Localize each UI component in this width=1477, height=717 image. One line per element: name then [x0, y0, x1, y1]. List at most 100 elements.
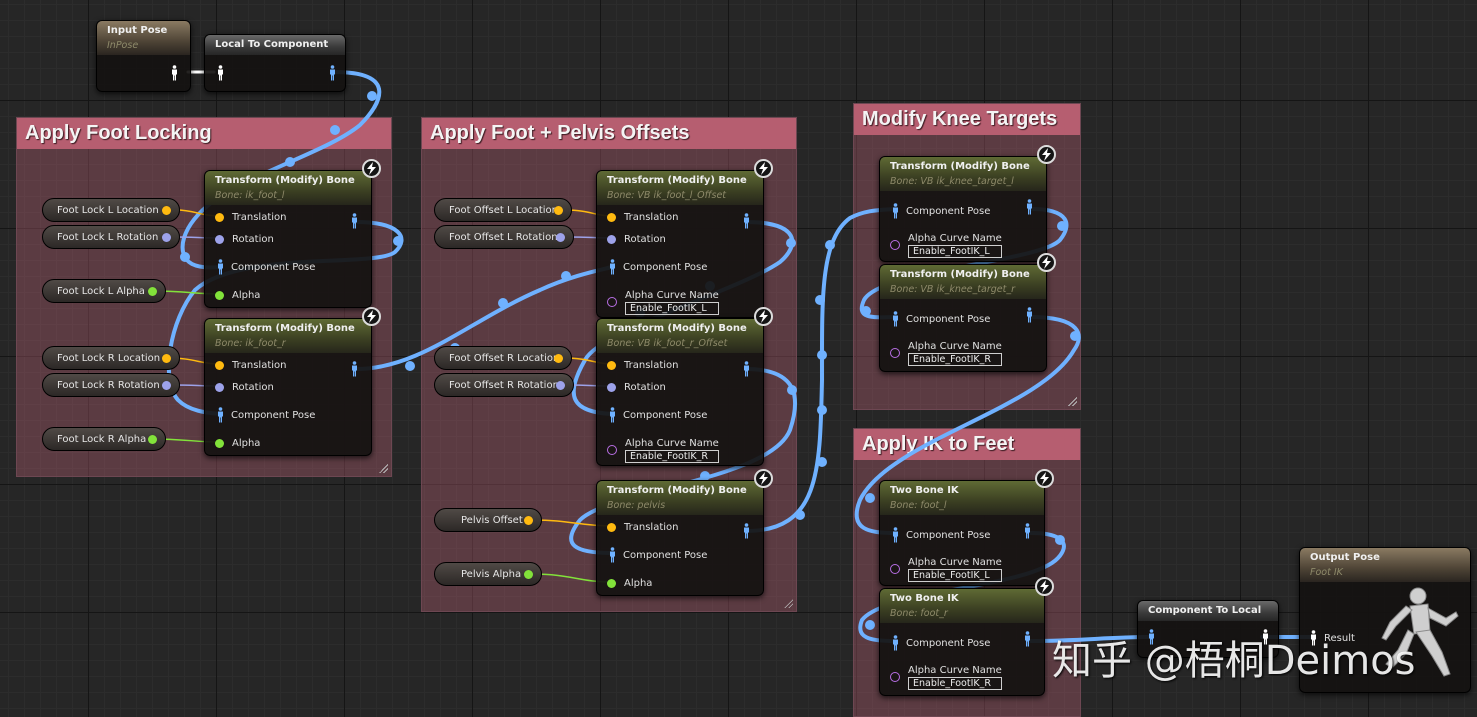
- pose-figure-icon[interactable]: [743, 213, 750, 229]
- pose-figure-icon[interactable]: [217, 65, 224, 81]
- pose-figure-icon[interactable]: [609, 407, 616, 423]
- rotation-pin[interactable]: Rotation: [215, 234, 274, 245]
- two-bone-ik-node-foot-r[interactable]: Two Bone IK Bone: foot_r Component Pose …: [879, 577, 1054, 696]
- transform-bone-node-foot-l[interactable]: Transform (Modify) Bone Bone: ik_foot_l …: [204, 159, 381, 308]
- local-to-component-node[interactable]: Local To Component: [204, 34, 346, 92]
- comment-title[interactable]: Apply Foot Locking: [17, 118, 391, 149]
- vector-pin-icon[interactable]: [524, 516, 533, 525]
- transform-bone-node-foot-r[interactable]: Transform (Modify) Bone Bone: ik_foot_r …: [204, 307, 381, 456]
- lightning-bolt-icon[interactable]: [362, 159, 381, 178]
- alpha-pin[interactable]: Alpha: [215, 290, 260, 301]
- rotator-pin-icon[interactable]: [162, 381, 171, 390]
- pose-figure-icon[interactable]: [171, 65, 178, 81]
- variable-foot-offset-l-location[interactable]: Foot Offset L Location: [434, 198, 572, 222]
- pose-figure-icon[interactable]: [892, 203, 899, 219]
- rotator-pin-icon[interactable]: [556, 233, 565, 242]
- pose-figure-icon[interactable]: [892, 635, 899, 651]
- rotation-pin[interactable]: Rotation: [215, 382, 274, 393]
- lightning-bolt-icon[interactable]: [1037, 253, 1056, 272]
- lightning-bolt-icon[interactable]: [754, 469, 773, 488]
- pose-figure-icon[interactable]: [609, 547, 616, 563]
- lightning-bolt-icon[interactable]: [754, 307, 773, 326]
- pose-figure-icon[interactable]: [1310, 630, 1317, 646]
- component-pose-pin[interactable]: Component Pose: [892, 203, 990, 219]
- translation-pin[interactable]: Translation: [607, 522, 679, 533]
- curve-name-field[interactable]: Enable_FootIK_R: [908, 353, 1002, 366]
- variable-foot-offset-r-location[interactable]: Foot Offset R Location: [434, 346, 572, 370]
- variable-foot-lock-r-alpha[interactable]: Foot Lock R Alpha: [42, 427, 166, 451]
- vector-pin-icon[interactable]: [607, 361, 616, 370]
- translation-pin[interactable]: Translation: [215, 360, 287, 371]
- name-pin-icon[interactable]: [890, 672, 900, 682]
- variable-foot-lock-l-alpha[interactable]: Foot Lock L Alpha: [42, 279, 166, 303]
- rotation-pin[interactable]: Rotation: [607, 382, 666, 393]
- two-bone-ik-node-foot-l[interactable]: Two Bone IK Bone: foot_l Component Pose …: [879, 469, 1054, 586]
- pose-figure-icon[interactable]: [217, 259, 224, 275]
- float-pin-icon[interactable]: [215, 291, 224, 300]
- component-pose-pin[interactable]: Component Pose: [609, 259, 707, 275]
- rotator-pin-icon[interactable]: [215, 235, 224, 244]
- output-pose-node[interactable]: Output Pose Foot IK Result: [1299, 547, 1471, 693]
- comment-title[interactable]: Apply Foot + Pelvis Offsets: [422, 118, 796, 149]
- variable-foot-offset-r-rotation[interactable]: Foot Offset R Rotation: [434, 373, 574, 397]
- float-pin-icon[interactable]: [148, 435, 157, 444]
- pose-figure-icon[interactable]: [892, 311, 899, 327]
- rotator-pin-icon[interactable]: [607, 383, 616, 392]
- rotator-pin-icon[interactable]: [556, 381, 565, 390]
- vector-pin-icon[interactable]: [554, 206, 563, 215]
- transform-bone-node-foot-l-offset[interactable]: Transform (Modify) Bone Bone: VB ik_foot…: [596, 159, 773, 318]
- vector-pin-icon[interactable]: [215, 213, 224, 222]
- variable-foot-lock-r-rotation[interactable]: Foot Lock R Rotation: [42, 373, 180, 397]
- lightning-bolt-icon[interactable]: [1037, 145, 1056, 164]
- curve-name-field[interactable]: Enable_FootIK_L: [625, 302, 719, 315]
- vector-pin-icon[interactable]: [607, 523, 616, 532]
- float-pin-icon[interactable]: [524, 570, 533, 579]
- vector-pin-icon[interactable]: [607, 213, 616, 222]
- curve-name-field[interactable]: Enable_FootIK_R: [625, 450, 719, 463]
- vector-pin-icon[interactable]: [554, 354, 563, 363]
- pose-figure-icon[interactable]: [743, 361, 750, 377]
- lightning-bolt-icon[interactable]: [1035, 469, 1054, 488]
- pose-figure-icon[interactable]: [1148, 629, 1155, 645]
- name-pin-icon[interactable]: [607, 297, 617, 307]
- pose-figure-icon[interactable]: [217, 407, 224, 423]
- alpha-pin[interactable]: Alpha: [215, 438, 260, 449]
- vector-pin-icon[interactable]: [162, 206, 171, 215]
- comment-title[interactable]: Apply IK to Feet: [854, 429, 1080, 460]
- translation-pin[interactable]: Translation: [607, 360, 679, 371]
- variable-foot-lock-r-location[interactable]: Foot Lock R Location: [42, 346, 180, 370]
- pose-figure-icon[interactable]: [1024, 523, 1031, 539]
- curve-name-field[interactable]: Enable_FootIK_L: [908, 569, 1002, 582]
- lightning-bolt-icon[interactable]: [754, 159, 773, 178]
- pose-figure-icon[interactable]: [1024, 631, 1031, 647]
- pose-figure-icon[interactable]: [892, 527, 899, 543]
- name-pin-icon[interactable]: [890, 240, 900, 250]
- lightning-bolt-icon[interactable]: [362, 307, 381, 326]
- component-pose-pin[interactable]: Component Pose: [609, 407, 707, 423]
- name-pin-icon[interactable]: [890, 564, 900, 574]
- variable-foot-offset-l-rotation[interactable]: Foot Offset L Rotation: [434, 225, 574, 249]
- component-pose-pin[interactable]: Component Pose: [892, 527, 990, 543]
- variable-pelvis-offset[interactable]: Pelvis Offset: [434, 508, 542, 532]
- float-pin-icon[interactable]: [215, 439, 224, 448]
- pose-figure-icon[interactable]: [1026, 199, 1033, 215]
- resize-grip-icon[interactable]: [1067, 396, 1077, 406]
- component-pose-pin[interactable]: Component Pose: [217, 259, 315, 275]
- component-pose-pin[interactable]: Component Pose: [217, 407, 315, 423]
- variable-foot-lock-l-rotation[interactable]: Foot Lock L Rotation: [42, 225, 180, 249]
- lightning-bolt-icon[interactable]: [1035, 577, 1054, 596]
- vector-pin-icon[interactable]: [162, 354, 171, 363]
- curve-name-field[interactable]: Enable_FootIK_L: [908, 245, 1002, 258]
- pose-figure-icon[interactable]: [351, 213, 358, 229]
- component-pose-pin[interactable]: Component Pose: [892, 635, 990, 651]
- pose-figure-icon[interactable]: [1262, 629, 1269, 645]
- pose-figure-icon[interactable]: [351, 361, 358, 377]
- float-pin-icon[interactable]: [148, 287, 157, 296]
- transform-bone-node-foot-r-offset[interactable]: Transform (Modify) Bone Bone: VB ik_foot…: [596, 307, 773, 466]
- transform-bone-node-pelvis[interactable]: Transform (Modify) Bone Bone: pelvis Tra…: [596, 469, 773, 596]
- pose-figure-icon[interactable]: [609, 259, 616, 275]
